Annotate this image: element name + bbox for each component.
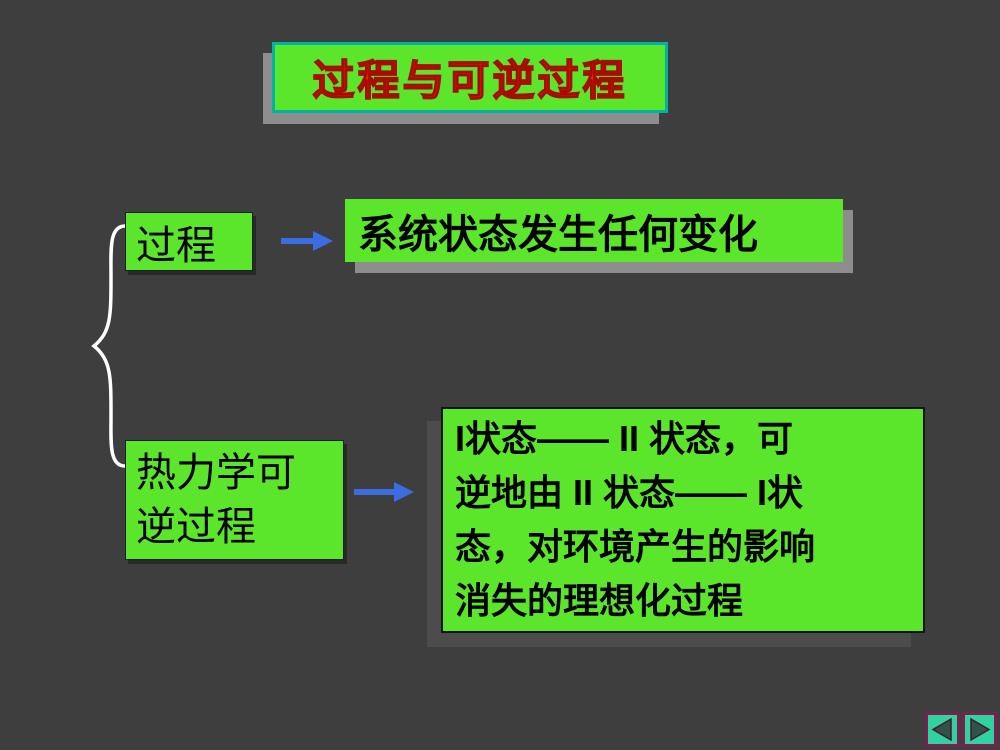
process-term-box: 过程 — [125, 212, 253, 271]
page-title: 过程与可逆过程 — [312, 56, 628, 105]
reversible-definition-box: I状态—— II 状态，可 逆地由 II 状态—— I状 态，对环境产生的影响 … — [441, 407, 925, 633]
next-slide-triangle-icon — [966, 716, 993, 743]
reversible-term-box: 热力学可 逆过程 — [125, 440, 344, 560]
reversible-term-line: 热力学可 — [136, 451, 296, 495]
process-definition-text: 系统状态发生任何变化 — [358, 212, 758, 257]
reversible-definition-line: I状态—— II 状态，可 — [455, 418, 794, 459]
previous-slide-button[interactable] — [925, 712, 960, 747]
reversible-term-line: 逆过程 — [136, 505, 256, 549]
right-arrow-icon — [280, 229, 334, 258]
title-box: 过程与可逆过程 — [272, 42, 668, 113]
reversible-definition-line: 消失的理想化过程 — [455, 580, 744, 621]
process-definition-box: 系统状态发生任何变化 — [345, 199, 843, 262]
next-slide-button[interactable] — [962, 712, 997, 747]
previous-slide-triangle-icon — [929, 716, 956, 743]
reversible-definition-line: 逆地由 II 状态—— I状 — [455, 472, 804, 513]
reversible-definition-line: 态，对环境产生的影响 — [455, 526, 816, 567]
process-term-label: 过程 — [136, 223, 216, 268]
right-arrow-icon — [353, 480, 415, 509]
left-curly-brace-icon — [78, 222, 140, 470]
